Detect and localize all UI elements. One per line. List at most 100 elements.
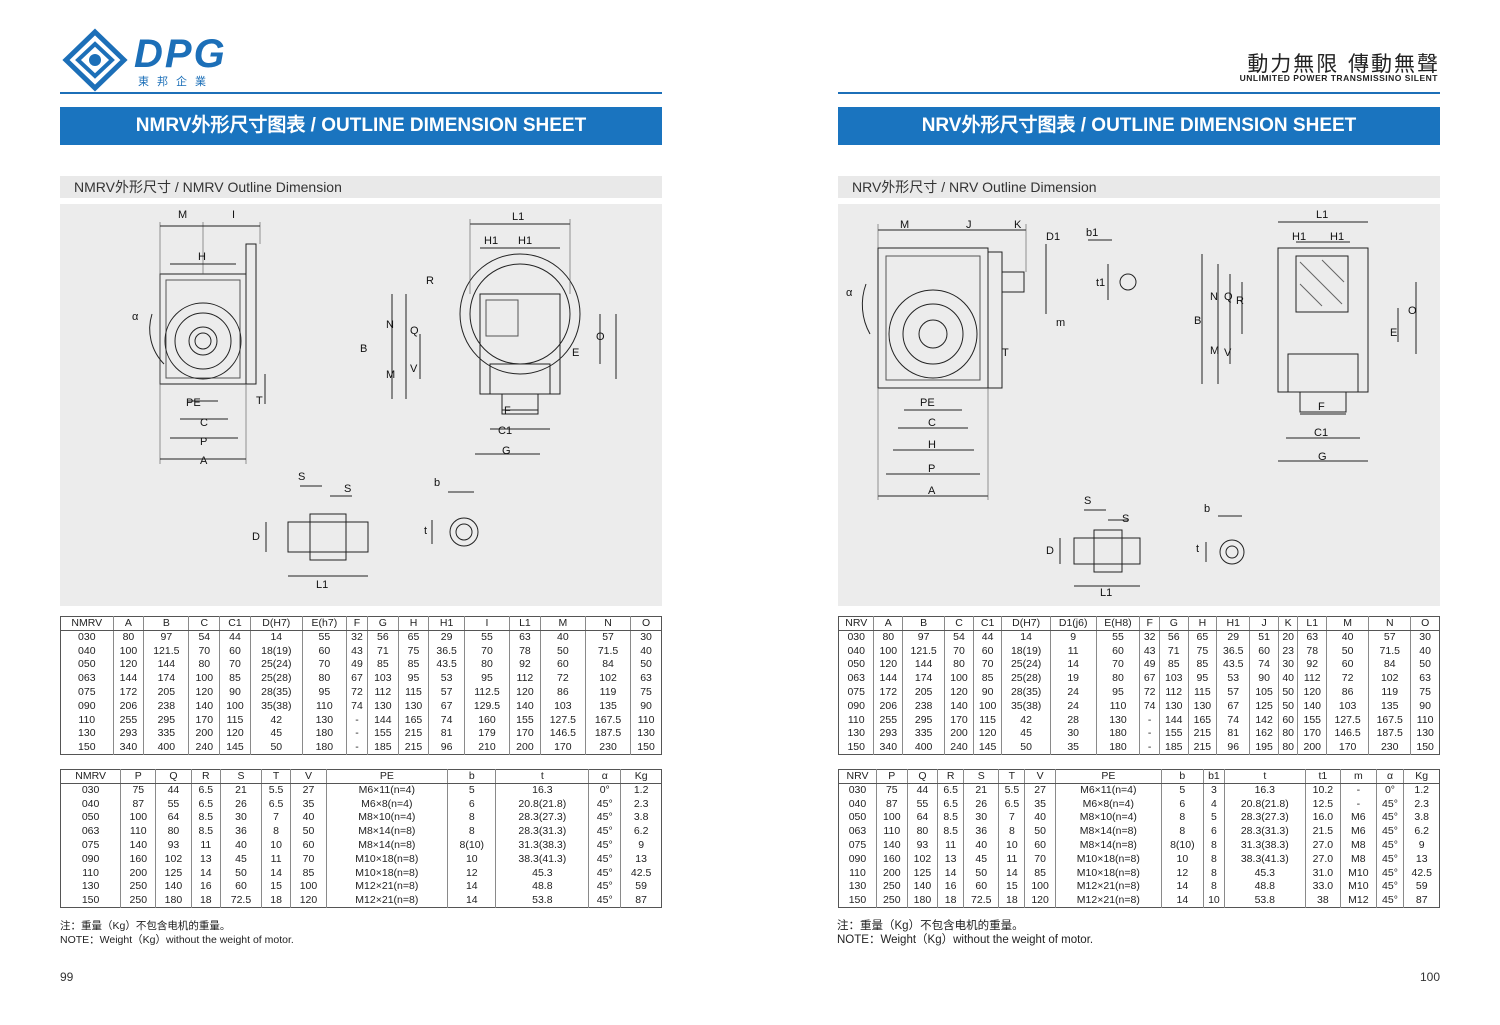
table-cell: 30	[630, 630, 662, 645]
table-cell: 130	[1095, 713, 1140, 728]
drawing-label-j: J	[966, 219, 972, 231]
table-cell: 45°	[588, 811, 621, 825]
table-cell: 162	[1249, 727, 1279, 741]
table-cell: 50	[1024, 824, 1056, 839]
table-cell: 6.2	[620, 824, 662, 839]
table-cell: 95	[463, 671, 510, 686]
column-header: H	[397, 616, 429, 631]
table-cell: 195	[1249, 740, 1279, 755]
table-cell: M10	[1340, 880, 1377, 894]
table-cell: 90	[1249, 671, 1279, 686]
table-cell: 125	[906, 866, 938, 881]
table-cell: 240	[188, 740, 220, 755]
drawing-label-f: F	[504, 405, 511, 417]
table-cell: 86	[539, 685, 586, 700]
header-rule	[60, 92, 662, 94]
table-cell: 255	[873, 713, 903, 728]
table-cell: 8.5	[190, 811, 221, 825]
table-cell: 40	[1277, 671, 1298, 686]
table-cell: 6.5	[260, 797, 291, 812]
table-cell: 090	[847, 699, 865, 712]
weight-note: 注：重量（Kg）不包含电机的重量。 NOTE：Weight（Kg）without…	[60, 919, 294, 947]
table-cell: 10	[998, 838, 1025, 853]
table-cell: 60	[290, 838, 327, 853]
table-cell: 57	[584, 630, 631, 645]
table-cell: 144	[873, 671, 903, 686]
column-header: NMRV	[60, 769, 121, 784]
drawing-label-m: M	[900, 219, 909, 231]
column-header: T	[998, 769, 1025, 784]
table-cell: 6	[447, 797, 496, 812]
table-cell: 12.5	[1304, 797, 1341, 812]
column-header: D(H7)	[1001, 616, 1051, 631]
table-cell: 38.3(41.3)	[1223, 852, 1306, 867]
table-cell: 36.5	[428, 644, 465, 659]
drawing-label-q: Q	[410, 325, 419, 337]
table-cell: 400	[902, 740, 945, 755]
table-cell: 155	[509, 713, 541, 728]
table-cell: 71	[366, 644, 399, 659]
table-cell: 167.5	[584, 713, 631, 728]
table-cell: M12×21(n=8)	[1054, 880, 1162, 894]
table-cell: -	[345, 713, 368, 728]
slogan-en: UNLIMITED POWER TRANSMISSINO SILENT	[1239, 73, 1438, 83]
drawing-label-pe: PE	[186, 397, 201, 409]
table-cell: 170	[1297, 727, 1327, 741]
table-cell: 130	[1410, 727, 1440, 741]
gearbox-drawing-svg: M J K D1 b1 t1 m α T PE C H P A L1 H1 H1…	[846, 209, 1417, 599]
table-cell: 110	[120, 824, 156, 839]
table-cell: 146.5	[1326, 727, 1369, 741]
table-cell: 6.5	[937, 797, 964, 812]
table-cell: 119	[1368, 685, 1411, 700]
table-cell: 145	[972, 740, 1002, 755]
table-cell: 35	[1024, 797, 1056, 812]
table-cell: 53.8	[495, 893, 589, 908]
table-cell: 70	[1024, 852, 1056, 867]
table-cell: 14	[1049, 658, 1097, 672]
table-cell: 110	[301, 699, 347, 714]
table-cell: 10	[1160, 852, 1204, 867]
drawing-label-a: A	[200, 455, 208, 467]
drawing-label-g: G	[1318, 451, 1327, 463]
table-cell: 112	[366, 685, 399, 700]
table-cell: 71.5	[1368, 644, 1411, 659]
table-cell: 112	[1158, 685, 1189, 700]
table-cell: 6.5	[937, 783, 964, 798]
column-header: H	[1187, 616, 1217, 631]
column-header: I	[463, 616, 510, 631]
table-cell: 121.5	[143, 644, 189, 659]
table-cell: M6×11(n=4)	[1054, 783, 1162, 798]
drawing-label-s2: S	[1122, 513, 1129, 525]
table-cell: 45°	[588, 824, 621, 839]
gearbox-drawing-svg: M I H α PE C P A T L1 H1 H1 R B N Q M V …	[132, 209, 617, 591]
table-cell: 100	[944, 671, 974, 686]
table-cell: 54	[188, 630, 220, 645]
table-cell: 57	[1368, 630, 1411, 645]
table-cell: 5.5	[998, 783, 1025, 798]
table-cell: 15	[998, 880, 1025, 894]
table-cell: 170	[1326, 740, 1369, 755]
table-cell: 85	[397, 658, 429, 672]
table-cell: M8×14(n=8)	[325, 824, 448, 839]
table-cell: 90	[219, 685, 251, 700]
table-cell: -	[345, 740, 368, 755]
note-cn: 注：重量（Kg）不包含电机的重量。	[837, 920, 1024, 932]
table-cell: 67	[345, 671, 368, 686]
column-header: NRV	[838, 616, 874, 631]
table-cell: 115	[397, 685, 429, 700]
table-cell: 063	[848, 825, 867, 838]
table-cell: 230	[1368, 740, 1411, 755]
table-cell: 75	[875, 783, 908, 798]
table-cell: 86	[1326, 685, 1369, 700]
table-cell: 48.8	[495, 880, 589, 894]
table-cell: 30	[963, 811, 999, 825]
page-left: DPG 東邦企業 NMRV外形尺寸图表 / OUTLINE DIMENSION …	[60, 28, 662, 984]
table-cell: 40	[539, 630, 586, 645]
table-cell: 215	[397, 740, 429, 755]
table-cell: 75	[630, 685, 662, 700]
table-cell: 030	[78, 631, 96, 644]
